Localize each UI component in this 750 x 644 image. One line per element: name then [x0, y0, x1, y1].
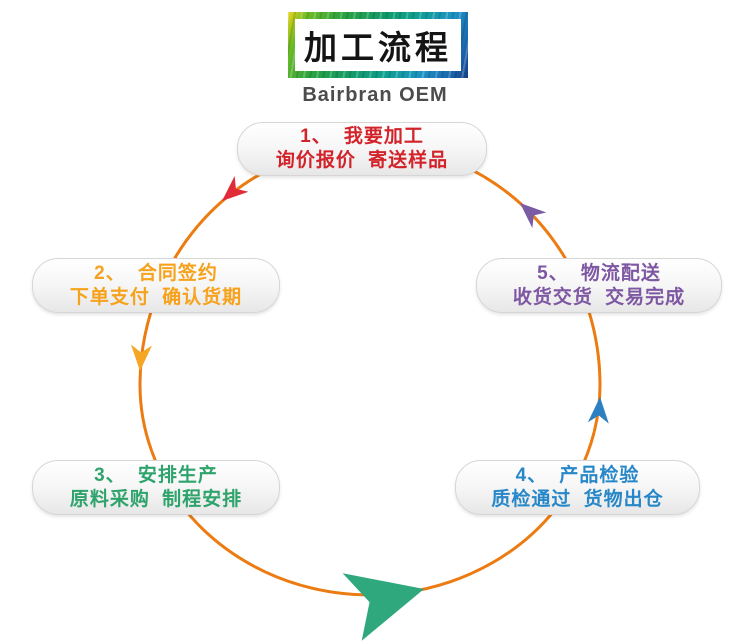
arrow-step3-to-step4-icon	[342, 573, 424, 641]
step-3-card: 3、 安排生产 原料采购 制程安排	[32, 460, 280, 515]
arrow-step2-to-step3-icon	[130, 344, 152, 371]
title-banner: 加工流程	[288, 12, 468, 78]
arrow-step5-to-step1-icon	[520, 203, 547, 229]
step-2-card: 2、 合同签约 下单支付 确认货期	[32, 258, 280, 313]
step-3-detail: 原料采购 制程安排	[69, 488, 243, 510]
step-5-detail: 收货交货 交易完成	[512, 286, 686, 308]
step-2-title: 2、 合同签约	[94, 262, 218, 284]
step-2-detail: 下单支付 确认货期	[69, 286, 243, 308]
step-1-card: 1、 我要加工 询价报价 寄送样品	[237, 122, 487, 176]
step-3-title: 3、 安排生产	[94, 464, 218, 486]
step-1-title: 1、 我要加工	[300, 126, 424, 147]
step-4-title: 4、 产品检验	[515, 464, 640, 486]
step-1-detail: 询价报价 寄送样品	[275, 150, 449, 171]
brand-subtitle: Bairbran OEM	[302, 84, 448, 106]
step-5-card: 5、 物流配送 收货交货 交易完成	[476, 258, 722, 313]
page-title: 加工流程	[295, 19, 461, 71]
flow-circle	[138, 143, 602, 597]
step-4-detail: 质检通过 货物出仓	[491, 488, 664, 510]
step-5-title: 5、 物流配送	[537, 262, 661, 284]
arrow-step4-to-step5-icon	[587, 397, 609, 424]
arrow-step1-to-step2-icon	[222, 175, 249, 201]
step-4-card: 4、 产品检验 质检通过 货物出仓	[455, 460, 700, 515]
